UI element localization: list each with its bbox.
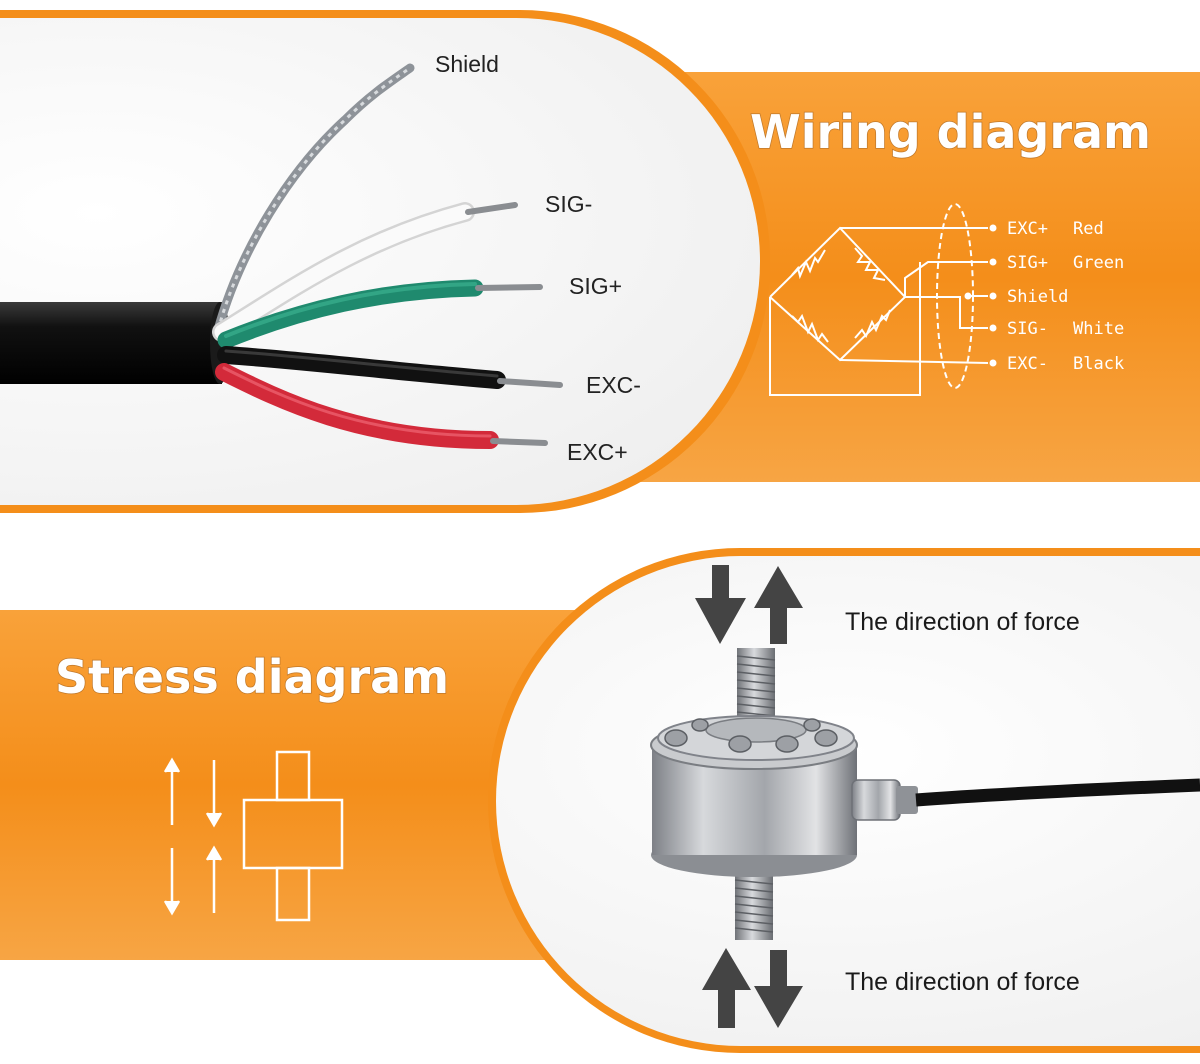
terminal-signal: SIG+ [1007,253,1048,273]
red-wire-conductor [490,438,548,446]
stress-title: Stress diagram [55,650,449,704]
stress-schematic [163,750,344,922]
force-label-top: The direction of force [845,608,1080,636]
cable-illustration [0,63,563,449]
wiring-section: Shield SIG- SIG+ EXC- EXC+ Wiring diagra… [0,10,1200,513]
wire-label-exc-plus: EXC+ [567,439,628,465]
black-wire [217,346,506,389]
cable-gland [851,779,901,821]
terminal-dots [964,224,997,367]
arrow-up-icon [754,566,803,644]
resistor-1 [791,249,826,280]
wire-label-sig-plus: SIG+ [569,273,622,299]
terminal-signal: EXC- [1007,354,1048,374]
resistor-3 [791,313,829,343]
sensor-bolts [664,718,838,753]
cable-jacket [0,302,222,384]
resistor-2 [854,247,886,281]
stress-section: Stress diagram The direction of force [0,548,1200,1053]
terminal-signal: Shield [1007,287,1068,307]
terminal-color: White [1073,319,1124,339]
white-wire-conductor [465,202,518,215]
wire-label-sig-minus: SIG- [545,191,592,217]
terminal-signal: SIG- [1007,319,1048,339]
red-wire [215,363,499,449]
black-wire-conductor [497,378,563,388]
resistor-4 [854,309,891,339]
green-wire [217,279,484,349]
sensor-cable [915,778,1200,807]
bridge-schematic [769,203,989,396]
arrow-down-icon [695,565,746,644]
wiring-title: Wiring diagram [750,105,1151,159]
wire-label-shield: Shield [435,51,499,77]
wire-label-exc-minus: EXC- [586,372,641,398]
terminal-color: Black [1073,354,1124,374]
terminal-labels: EXC+ Red SIG+ Green Shield SIG- White EX… [1007,219,1124,374]
terminal-color: Red [1073,219,1104,239]
force-arrows-bottom [702,948,803,1028]
green-wire-conductor [475,284,543,291]
force-arrows-top [695,565,803,644]
terminal-color: Green [1073,253,1124,273]
arrow-up-icon [702,948,751,1028]
terminal-signal: EXC+ [1007,219,1048,239]
arrow-down-icon [754,950,803,1028]
force-label-bottom: The direction of force [845,968,1080,996]
load-cell-illustration [650,648,1200,940]
